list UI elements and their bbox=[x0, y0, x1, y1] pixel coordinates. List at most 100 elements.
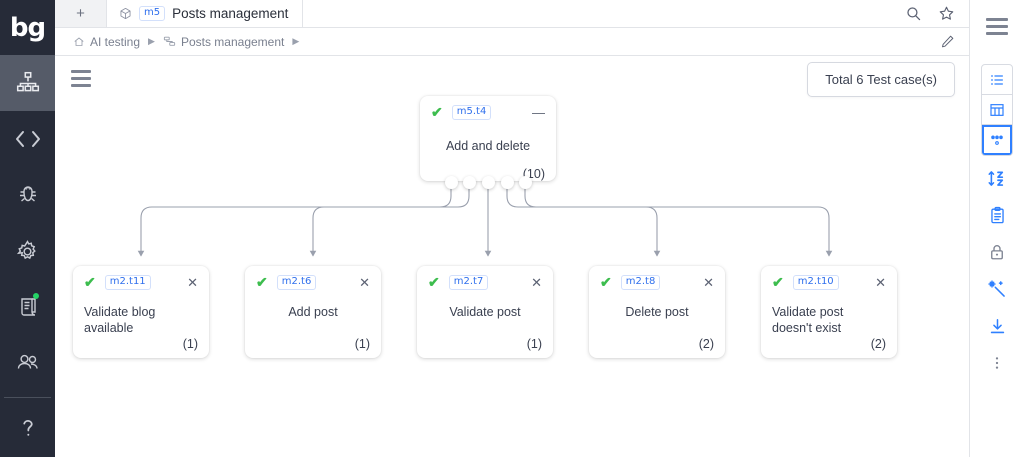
close-icon[interactable]: ✕ bbox=[187, 274, 198, 290]
star-icon[interactable] bbox=[938, 5, 955, 22]
flow-connectors bbox=[137, 186, 833, 257]
sidebar-item-reports[interactable] bbox=[0, 279, 55, 335]
home-icon bbox=[74, 37, 84, 46]
breadcrumb-label: Posts management bbox=[180, 34, 285, 49]
node-title: Validate post bbox=[449, 305, 521, 319]
check-icon: ✔ bbox=[256, 274, 268, 290]
sidebar-item-sitemap[interactable] bbox=[0, 55, 55, 111]
close-icon[interactable]: ✕ bbox=[359, 274, 370, 290]
flow-node-child[interactable]: ✔ m2.t11 ✕ Validate blog available (1) bbox=[73, 266, 209, 358]
node-title: Validate post doesn't exist bbox=[772, 305, 844, 335]
collapse-button[interactable]: — bbox=[532, 104, 545, 120]
node-title: Delete post bbox=[625, 305, 689, 319]
canvas-menu-button[interactable] bbox=[71, 70, 91, 91]
help-icon bbox=[22, 420, 33, 436]
right-menu-button[interactable] bbox=[970, 0, 1024, 56]
cube-icon bbox=[120, 7, 131, 20]
flow-canvas[interactable]: Total 6 Test case(s) ✔ m5.t4 — bbox=[55, 56, 969, 457]
sidebar-divider bbox=[4, 397, 51, 398]
node-header: ✔ m2.t6 ✕ bbox=[256, 274, 370, 290]
node-badge[interactable]: m2.t6 bbox=[276, 274, 317, 290]
node-header: ✔ m2.t8 ✕ bbox=[600, 274, 714, 290]
node-badge[interactable]: m2.t11 bbox=[104, 274, 151, 290]
view-mode-group bbox=[981, 64, 1013, 156]
node-badge[interactable]: m2.t8 bbox=[620, 274, 661, 290]
node-count: (1) bbox=[182, 337, 198, 351]
node-port[interactable] bbox=[519, 176, 532, 189]
node-title: Add and delete bbox=[445, 139, 531, 153]
users-icon bbox=[17, 354, 38, 369]
grid-view-icon[interactable] bbox=[982, 95, 1012, 125]
node-count: (2) bbox=[698, 337, 714, 351]
sidebar-item-users[interactable] bbox=[0, 335, 55, 391]
node-count: (1) bbox=[526, 337, 542, 351]
node-header: ✔ m2.t10 ✕ bbox=[772, 274, 886, 290]
chevrons-icon bbox=[15, 131, 40, 147]
hamburger-icon bbox=[71, 77, 91, 80]
tab-bar-actions bbox=[905, 0, 969, 27]
node-header: ✔ m2.t7 ✕ bbox=[428, 274, 542, 290]
node-badge[interactable]: m2.t7 bbox=[448, 274, 489, 290]
gear-icon bbox=[16, 239, 36, 259]
check-icon: ✔ bbox=[772, 274, 784, 290]
node-count: (1) bbox=[354, 337, 370, 351]
report-icon bbox=[20, 298, 36, 316]
node-port[interactable] bbox=[445, 176, 458, 189]
breadcrumb-separator-trailing: ▶ bbox=[292, 36, 300, 46]
tab-title: Posts management bbox=[172, 6, 289, 21]
flow-node-parent[interactable]: ✔ m5.t4 — Add and delete (10) bbox=[420, 96, 556, 181]
lock-icon[interactable] bbox=[970, 237, 1024, 267]
new-tab-button[interactable]: + bbox=[55, 0, 107, 27]
notification-dot bbox=[33, 293, 39, 299]
hamburger-icon bbox=[71, 70, 91, 73]
node-port[interactable] bbox=[501, 176, 514, 189]
clipboard-icon[interactable] bbox=[970, 200, 1024, 230]
node-badge[interactable]: m2.t10 bbox=[792, 274, 839, 290]
breadcrumb-label: AI testing bbox=[90, 34, 141, 49]
sidebar-item-settings[interactable] bbox=[0, 223, 55, 279]
flow-node-child[interactable]: ✔ m2.t10 ✕ Validate post doesn't exist (… bbox=[761, 266, 897, 358]
hamburger-icon bbox=[986, 24, 1008, 28]
flow-node-child[interactable]: ✔ m2.t8 ✕ Delete post (2) bbox=[589, 266, 725, 358]
close-icon[interactable]: ✕ bbox=[703, 274, 714, 290]
check-icon: ✔ bbox=[600, 274, 612, 290]
hamburger-icon bbox=[986, 31, 1008, 35]
flow-node-child[interactable]: ✔ m2.t6 ✕ Add post (1) bbox=[245, 266, 381, 358]
list-view-icon[interactable] bbox=[982, 65, 1012, 95]
close-icon[interactable]: ✕ bbox=[875, 274, 886, 290]
breadcrumb-item-posts-management[interactable]: Posts management bbox=[163, 35, 284, 49]
sidebar-item-defects[interactable] bbox=[0, 167, 55, 223]
sitemap-icon bbox=[16, 71, 39, 92]
hamburger-icon bbox=[986, 17, 1008, 21]
tab-posts-management[interactable]: m5 Posts management bbox=[107, 0, 304, 27]
magic-wand-icon[interactable] bbox=[970, 274, 1024, 304]
mindmap-view-icon[interactable] bbox=[982, 125, 1012, 155]
app-logo[interactable]: bg bbox=[9, 12, 46, 43]
breadcrumb-separator: ▶ bbox=[148, 36, 155, 46]
node-badge[interactable]: m5.t4 bbox=[451, 104, 492, 120]
node-port[interactable] bbox=[463, 176, 476, 189]
search-icon[interactable] bbox=[905, 5, 922, 22]
node-title: Add post bbox=[288, 305, 338, 319]
total-testcases-badge: Total 6 Test case(s) bbox=[807, 62, 955, 97]
close-icon[interactable]: ✕ bbox=[531, 274, 542, 290]
module-icon bbox=[163, 36, 176, 46]
check-icon: ✔ bbox=[428, 274, 440, 290]
download-icon[interactable] bbox=[970, 311, 1024, 341]
pencil-icon[interactable] bbox=[940, 34, 955, 49]
more-options-icon[interactable] bbox=[970, 348, 1024, 378]
check-icon: ✔ bbox=[431, 104, 443, 120]
right-toolbar bbox=[969, 0, 1024, 457]
node-count: (2) bbox=[870, 337, 886, 351]
node-port[interactable] bbox=[482, 176, 495, 189]
flow-node-child[interactable]: ✔ m2.t7 ✕ Validate post (1) bbox=[417, 266, 553, 358]
tab-bar-spacer bbox=[303, 0, 905, 27]
sidebar-item-help[interactable] bbox=[0, 400, 55, 456]
sidebar-item-navigate[interactable] bbox=[0, 111, 55, 167]
node-header: ✔ m2.t11 ✕ bbox=[84, 274, 198, 290]
breadcrumb-bar: AI testing ▶ Posts management ▶ bbox=[55, 28, 969, 56]
breadcrumb-item-ai-testing[interactable]: AI testing bbox=[73, 35, 140, 49]
left-sidebar: bg bbox=[0, 0, 55, 457]
sort-az-icon[interactable] bbox=[970, 163, 1024, 193]
